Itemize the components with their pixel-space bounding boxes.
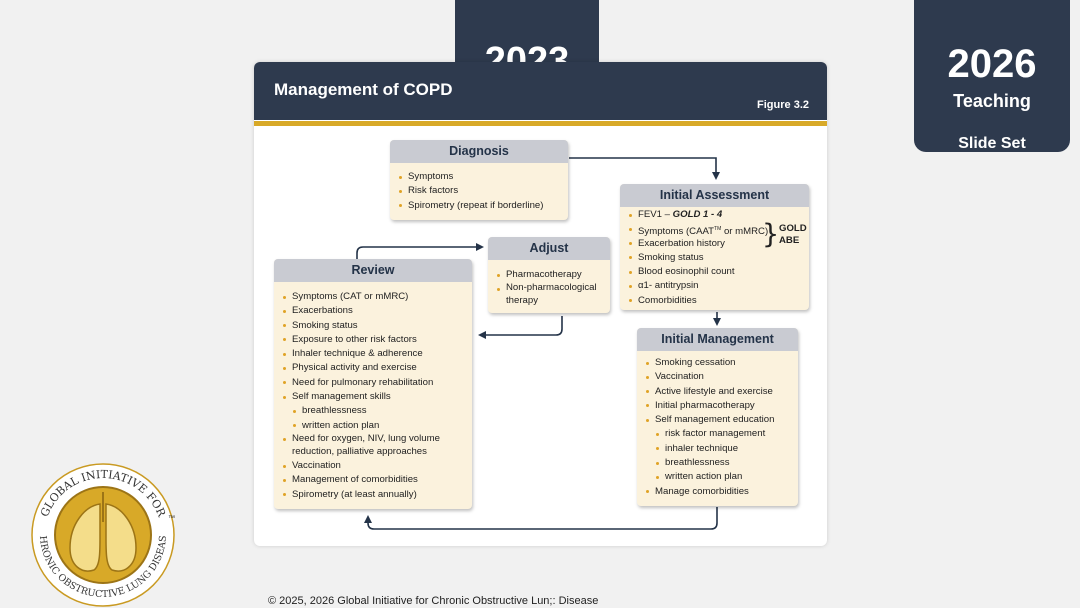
- lung-left-icon: [69, 503, 101, 572]
- list-item: FEV1 – GOLD 1 - 4: [629, 208, 805, 222]
- list-item: Spirometry (at least annually): [283, 488, 463, 502]
- adjust-list: Pharmacotherapy Non-pharmacological ther…: [497, 268, 606, 308]
- list-item: Symptoms (CAT or mMRC): [283, 290, 463, 304]
- lung-right-icon: [105, 503, 137, 572]
- year-2023-label: 2023: [484, 40, 570, 62]
- gold-logo: GLOBAL INITIATIVE FOR CHRONIC OBSTRUCTIV…: [30, 462, 175, 607]
- list-item: Need for pulmonary rehabilitation: [283, 376, 463, 390]
- list-item: Exacerbation history: [629, 237, 805, 251]
- list-item: Symptoms (CAATTM or mMRC): [629, 222, 805, 239]
- initial-management-title: Initial Management: [637, 328, 798, 351]
- list-item: risk factor management: [646, 427, 794, 441]
- list-item: Risk factors: [399, 184, 564, 198]
- list-item: Blood eosinophil count: [629, 265, 805, 279]
- review-box: Review Symptoms (CAT or mMRC)Exacerbatio…: [274, 259, 472, 509]
- svg-text:™: ™: [168, 515, 175, 522]
- list-item: Need for oxygen, NIV, lung volume reduct…: [283, 433, 463, 458]
- list-item: breathlessness: [283, 404, 463, 418]
- year-2026-label: 2026: [947, 42, 1037, 86]
- card-title: Management of COPD: [274, 80, 453, 99]
- list-item: breathlessness: [646, 456, 794, 470]
- list-item: inhaler technique: [646, 442, 794, 456]
- copyright-footer: © 2025, 2026 Global Initiative for Chron…: [268, 595, 599, 607]
- initial-assessment-list: FEV1 – GOLD 1 - 4 Symptoms (CAATTM or mM…: [629, 208, 805, 240]
- list-item: Self management education: [646, 413, 794, 427]
- review-title: Review: [274, 259, 472, 282]
- list-item: Inhaler technique & adherence: [283, 347, 463, 361]
- figure-number: Figure 3.2: [757, 99, 809, 111]
- list-item: written action plan: [646, 470, 794, 484]
- list-item: Comorbidities: [629, 294, 805, 308]
- list-item: Vaccination: [283, 459, 463, 473]
- list-item: Spirometry (repeat if borderline): [399, 199, 564, 213]
- list-item: Smoking status: [283, 319, 463, 333]
- gold-abe-label: GOLD ABE: [779, 223, 807, 246]
- list-item: Vaccination: [646, 370, 794, 384]
- gold-abe-brace: }: [762, 219, 780, 250]
- list-item: Management of comorbidities: [283, 473, 463, 487]
- slide-set-label: Slide Set: [958, 135, 1026, 152]
- list-item: Smoking status: [629, 251, 805, 265]
- list-item: Active lifestyle and exercise: [646, 385, 794, 399]
- list-item: Non-pharmacological therapy: [497, 282, 602, 307]
- list-item: Initial pharmacotherapy: [646, 399, 794, 413]
- card-header: Management of COPD Figure 3.2: [254, 62, 827, 120]
- list-item: Exposure to other risk factors: [283, 333, 463, 347]
- list-item: Smoking cessation: [646, 356, 794, 370]
- adjust-box: Adjust Pharmacotherapy Non-pharmacologic…: [488, 237, 610, 313]
- list-item: Physical activity and exercise: [283, 361, 463, 375]
- gold-divider: [254, 121, 827, 126]
- adjust-title: Adjust: [488, 237, 610, 260]
- list-item: Symptoms: [399, 170, 564, 184]
- year-tab-2023: 2023: [455, 0, 599, 62]
- list-item: α1- antitrypsin: [629, 279, 805, 293]
- list-item: Manage comorbidities: [646, 485, 794, 499]
- list-item: Pharmacotherapy: [497, 268, 606, 282]
- initial-assessment-title: Initial Assessment: [620, 184, 809, 207]
- year-tab-2026: 2026 Teaching Slide Set: [914, 0, 1070, 152]
- list-item: Exacerbations: [283, 304, 463, 318]
- diagnosis-title: Diagnosis: [390, 140, 568, 163]
- teaching-label: Teaching: [953, 91, 1031, 111]
- list-item: written action plan: [283, 419, 463, 433]
- list-item: Self management skills: [283, 390, 463, 404]
- initial-assessment-box: Initial Assessment FEV1 – GOLD 1 - 4 Sym…: [620, 184, 809, 310]
